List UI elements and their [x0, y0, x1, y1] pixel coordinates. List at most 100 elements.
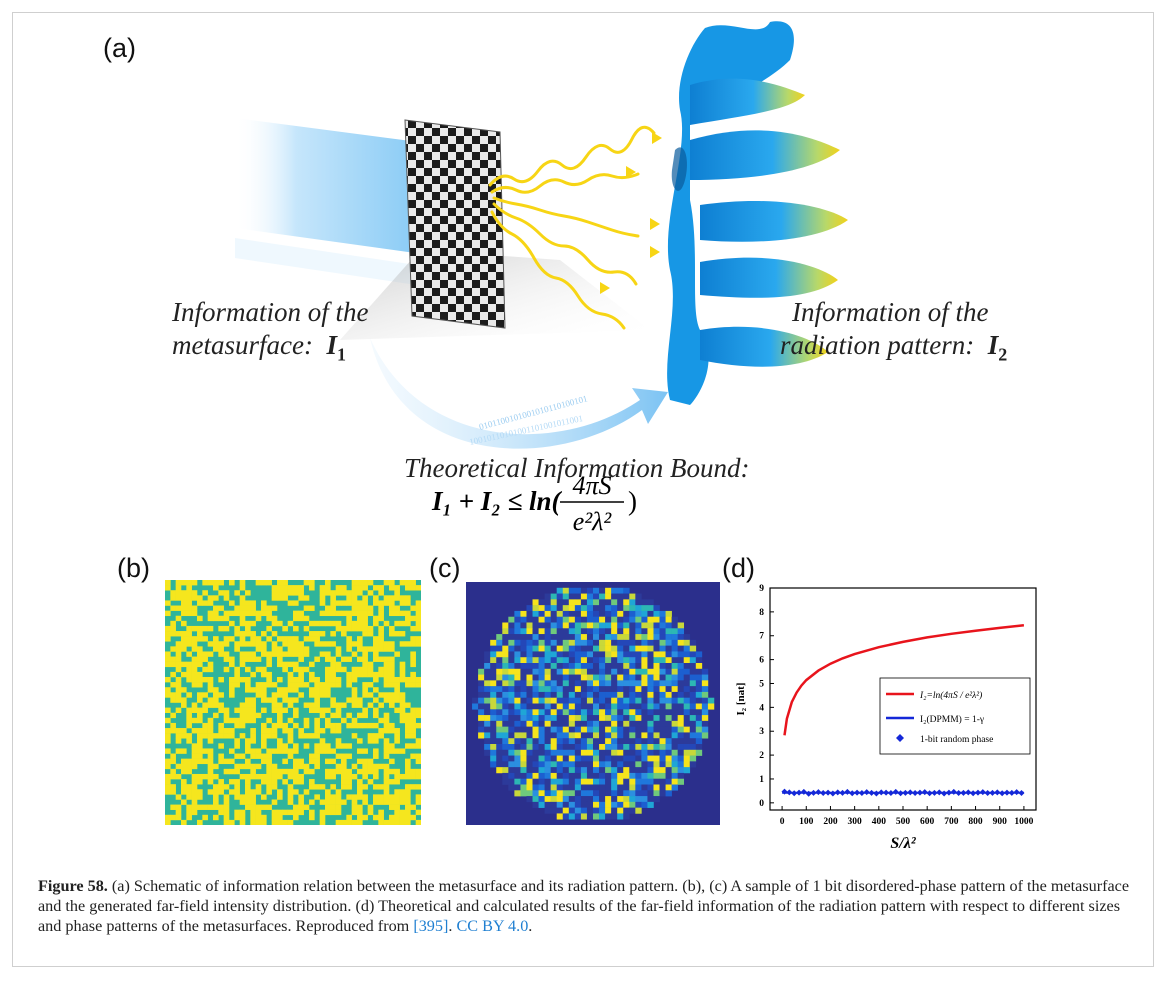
- random-phase-point: [810, 789, 817, 796]
- caption-text: (a) Schematic of information relation be…: [38, 877, 1130, 935]
- svg-text:4πS: 4πS: [572, 471, 611, 500]
- legend-swatch-random: [896, 734, 904, 742]
- random-phase-point: [902, 789, 909, 796]
- metasurface-info-line2: metasurface: I1: [172, 330, 346, 365]
- svg-text:I₁ + I₂ ≤ ln(: I₁ + I₂ ≤ ln(: [431, 486, 563, 516]
- random-phase-point: [883, 789, 890, 796]
- random-phase-point: [849, 790, 856, 797]
- random-phase-point: [1018, 790, 1025, 797]
- figure-number: Figure 58.: [38, 877, 108, 895]
- random-phase-point: [960, 789, 967, 796]
- random-phase-point: [999, 790, 1006, 797]
- y-tick-label: 6: [759, 656, 764, 666]
- x-tick-label: 100: [799, 817, 814, 827]
- radiation-symbol: I: [987, 330, 999, 360]
- y-tick-label: 5: [759, 679, 764, 689]
- x-axis-label: S/λ²: [890, 835, 916, 852]
- y-axis-label: I₂ [nat]: [735, 683, 747, 716]
- random-phase-point: [941, 790, 948, 797]
- random-phase-point: [1003, 789, 1010, 796]
- radiation-info-line1: Information of the: [792, 297, 989, 327]
- random-phase-point: [868, 789, 875, 796]
- x-tick-label: 500: [896, 817, 911, 827]
- license-link[interactable]: CC BY 4.0: [456, 917, 529, 935]
- random-phase-point: [1013, 789, 1020, 796]
- random-phase-point: [979, 789, 986, 796]
- random-phase-point: [873, 790, 880, 797]
- y-tick-label: 2: [759, 751, 764, 761]
- figure-frame: [12, 12, 1154, 967]
- y-tick-label: 4: [759, 703, 764, 713]
- legend-label-theoretical: I₂=ln(4πS / e²λ²): [919, 690, 982, 701]
- random-phase-point: [805, 790, 812, 797]
- legend-label-dpmm: I₂(DPMM) = 1-γ: [920, 714, 984, 725]
- radiation-pattern-surface: [667, 21, 848, 406]
- metasurface-checkerboard: [404, 119, 506, 329]
- y-tick-label: 0: [759, 799, 764, 809]
- random-phase-point: [825, 789, 832, 796]
- random-phase-point: [815, 789, 822, 796]
- random-phase-point: [834, 789, 841, 796]
- schematic-illustration: 0101100101001010110100101 10010110101001…: [235, 21, 848, 536]
- random-phase-point: [791, 790, 798, 797]
- x-tick-label: 0: [780, 817, 785, 827]
- random-phase-point: [796, 789, 803, 796]
- random-phase-point: [974, 789, 981, 796]
- metasurface-symbol: I: [326, 330, 337, 360]
- random-phase-point: [863, 789, 870, 796]
- y-tick-label: 7: [759, 632, 764, 642]
- random-phase-point: [786, 789, 793, 796]
- legend-label-random: 1-bit random phase: [920, 735, 993, 745]
- metasurface-info-line1: Information of the: [172, 297, 369, 327]
- x-tick-label: 800: [968, 817, 983, 827]
- random-phase-point: [800, 788, 807, 795]
- random-phase-point: [955, 790, 962, 797]
- random-phase-point: [844, 788, 851, 795]
- y-tick-label: 9: [759, 584, 764, 594]
- bound-title: Theoretical Information Bound:: [404, 453, 750, 483]
- random-phase-point: [858, 790, 865, 797]
- random-phase-point: [926, 790, 933, 797]
- x-tick-label: 400: [872, 817, 887, 827]
- random-phase-point: [781, 788, 788, 795]
- scattered-waves: [488, 125, 656, 330]
- random-phase-point: [820, 790, 827, 797]
- random-phase-point: [984, 790, 991, 797]
- random-phase-point: [907, 789, 914, 796]
- y-tick-label: 1: [759, 775, 764, 785]
- random-phase-point: [892, 788, 899, 795]
- radiation-info-line2: radiation pattern: I2: [780, 330, 1008, 365]
- reference-link[interactable]: [395]: [413, 917, 449, 935]
- random-phase-point: [965, 789, 972, 796]
- y-tick-label: 3: [759, 727, 764, 737]
- random-phase-point: [950, 788, 957, 795]
- random-phase-point: [970, 790, 977, 797]
- x-tick-label: 600: [920, 817, 935, 827]
- x-tick-label: 900: [993, 817, 1008, 827]
- random-phase-point: [936, 789, 943, 796]
- random-phase-point: [931, 789, 938, 796]
- random-phase-point: [916, 789, 923, 796]
- x-tick-label: 700: [944, 817, 959, 827]
- x-tick-label: 200: [823, 817, 838, 827]
- phase-pattern-map: [165, 580, 421, 825]
- random-phase-point: [912, 790, 919, 797]
- series-theoretical-bound: [783, 623, 1025, 736]
- random-phase-point: [878, 789, 885, 796]
- random-phase-point: [945, 789, 952, 796]
- svg-text:): ): [628, 486, 637, 516]
- random-phase-point: [829, 790, 836, 797]
- x-tick-label: 1000: [1014, 817, 1033, 827]
- svg-text:e²λ²: e²λ²: [573, 507, 613, 536]
- panel-a-label: (a): [103, 33, 136, 63]
- bound-formula: I₁ + I₂ ≤ ln( 4πS e²λ² ): [431, 471, 637, 536]
- wave-arrowheads: [600, 132, 662, 294]
- far-field-intensity-map: [466, 582, 720, 825]
- random-phase-point: [1008, 789, 1015, 796]
- random-phase-point: [921, 789, 928, 796]
- panel-d-label: (d): [722, 553, 755, 583]
- random-phase-point: [897, 790, 904, 797]
- random-phase-point: [839, 789, 846, 796]
- y-tick-label: 8: [759, 608, 764, 618]
